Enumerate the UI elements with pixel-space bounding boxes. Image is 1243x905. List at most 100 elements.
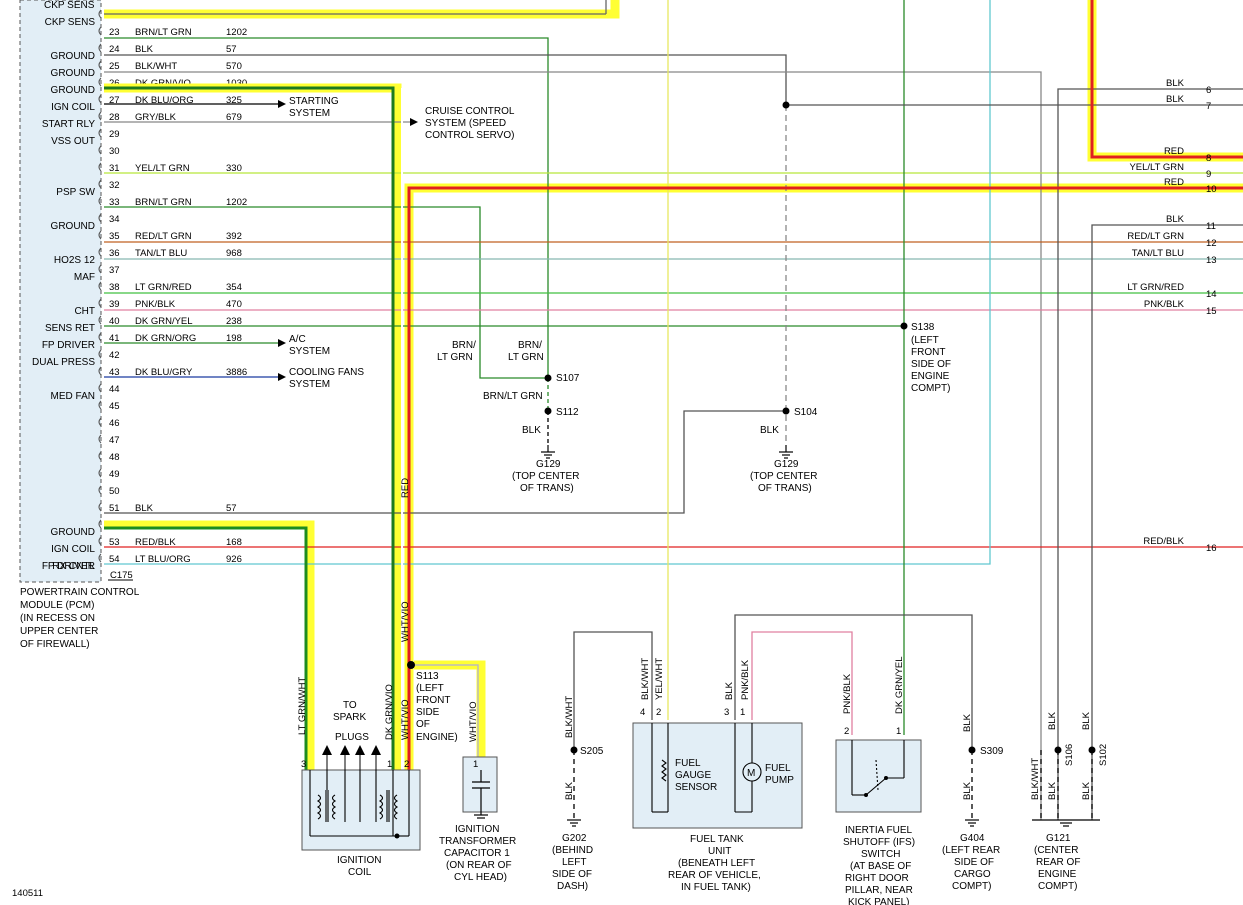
mid-wire-labels: BRN/ LT GRN BRN/ LT GRN BRN/LT GRN BLK B… (297, 340, 1092, 800)
svg-text:OF: OF (416, 719, 430, 730)
svg-text:4: 4 (640, 707, 645, 718)
pcm-pin-number: 40 (109, 316, 120, 327)
pcm-pin-name: GROUND (51, 51, 95, 62)
right-wire-color: RED (1164, 177, 1184, 188)
pcm-pin-name: CHT (74, 306, 95, 317)
svg-text:KICK PANEL): KICK PANEL) (848, 897, 910, 905)
right-wire-color: BLK (1166, 78, 1185, 89)
svg-text:(LEFT REAR: (LEFT REAR (942, 845, 1000, 856)
pcm-pin-terminal (98, 111, 102, 121)
svg-text:REAR OF VEHICLE,: REAR OF VEHICLE, (668, 870, 761, 881)
svg-text:REAR OF: REAR OF (1036, 857, 1080, 868)
pcm-pin-color: BRN/LT GRN (135, 197, 192, 208)
svg-text:OF TRANS): OF TRANS) (520, 483, 574, 494)
pcm-pin-number: 30 (109, 146, 120, 157)
right-wire-number: 8 (1206, 153, 1211, 164)
svg-text:BLK: BLK (724, 681, 735, 700)
pcm-pin-circuit: 679 (226, 112, 242, 123)
pcm-pin-circuit: 198 (226, 333, 242, 344)
pcm-pin-name: MAF (74, 272, 95, 283)
svg-text:OF TRANS): OF TRANS) (758, 483, 812, 494)
pcm-pin-terminal (98, 298, 102, 308)
pcm-pin-circuit: 325 (226, 95, 242, 106)
svg-text:S112: S112 (556, 407, 579, 418)
pcm-pin-terminal (98, 434, 102, 444)
wire-10 (407, 186, 1243, 770)
pcm-pin-number: 45 (109, 401, 120, 412)
right-wire-color: RED/LT GRN (1127, 231, 1184, 242)
pcm-pin-terminal (98, 9, 102, 19)
svg-text:LT GRN: LT GRN (437, 352, 473, 363)
pcm-pin-terminal (98, 502, 102, 512)
svg-text:SHUTOFF (IFS): SHUTOFF (IFS) (843, 837, 915, 848)
svg-text:PLUGS: PLUGS (335, 732, 369, 743)
pcm-pin-name: PSP SW (56, 187, 95, 198)
svg-text:ENGINE: ENGINE (1038, 869, 1077, 880)
svg-text:LT GRN/WHT: LT GRN/WHT (297, 677, 308, 735)
svg-text:SIDE OF: SIDE OF (954, 857, 994, 868)
pcm-outline (19, 0, 102, 583)
pcm-pin-circuit: 570 (226, 61, 242, 72)
pcm-pin-terminal (98, 383, 102, 393)
svg-text:BRN/: BRN/ (452, 340, 476, 351)
pcm-pin-terminal (98, 315, 102, 325)
svg-text:MODULE (PCM): MODULE (PCM) (20, 600, 94, 611)
pcm-pin-terminal (98, 468, 102, 478)
pcm-pin-terminal (98, 26, 102, 36)
svg-text:GAUGE: GAUGE (675, 770, 711, 781)
pcm-pin-circuit: 392 (226, 231, 242, 242)
pcm-pin-number: 33 (109, 197, 120, 208)
pcm-pin-terminal (98, 128, 102, 138)
ground-labels: G129 (TOP CENTER OF TRANS) G129 (TOP CEN… (512, 459, 1080, 892)
pcm-pin-name: GROUND (51, 527, 95, 538)
right-wire-color: PNK/BLK (1144, 299, 1185, 310)
pcm-pin-terminal (98, 43, 102, 53)
pcm-pin-number: 46 (109, 418, 120, 429)
svg-text:S102: S102 (1098, 744, 1109, 766)
pcm-pin-number: 54 (109, 554, 120, 565)
svg-text:(ON REAR OF: (ON REAR OF (446, 860, 512, 871)
svg-text:SYSTEM: SYSTEM (289, 379, 330, 390)
wire-6 (1057, 88, 1243, 820)
pcm-pin-number: 37 (109, 265, 120, 276)
wire-blk-fuel (734, 614, 973, 750)
svg-text:(IN RECESS ON: (IN RECESS ON (20, 613, 95, 624)
svg-text:COOLING FANS: COOLING FANS (289, 367, 364, 378)
pcm-connector-label: C175 (110, 570, 133, 581)
right-wire-number: 10 (1206, 184, 1217, 195)
pcm-pin-number: 53 (109, 537, 120, 548)
svg-text:DK GRN/YEL: DK GRN/YEL (894, 656, 905, 714)
svg-text:DK GRN/VIO: DK GRN/VIO (384, 684, 395, 740)
svg-text:3: 3 (724, 707, 729, 718)
pcm-pin-circuit: 168 (226, 537, 242, 548)
pcm-pin-circuit: 470 (226, 299, 242, 310)
pcm-pin-terminal (98, 247, 102, 257)
pcm-pin-number: 29 (109, 129, 120, 140)
svg-text:LEFT: LEFT (562, 857, 586, 868)
svg-text:OF FIREWALL): OF FIREWALL) (20, 639, 90, 650)
right-wire-color: TAN/LT BLU (1132, 248, 1184, 259)
wire-26 (104, 86, 395, 770)
pcm-pin-color: YEL/LT GRN (135, 163, 190, 174)
pcm-pin-color: DK BLU/ORG (135, 95, 194, 106)
svg-text:S107: S107 (556, 373, 580, 384)
svg-text:SIDE OF: SIDE OF (911, 359, 951, 370)
svg-text:DASH): DASH) (557, 881, 588, 892)
pcm-pin-number: 42 (109, 350, 120, 361)
pcm-pin-number: 25 (109, 61, 120, 72)
pcm-pin-number: 41 (109, 333, 120, 344)
svg-text:STARTING: STARTING (289, 96, 339, 107)
svg-text:PUMP: PUMP (765, 775, 794, 786)
pcm-pin-name: SENS RET (45, 323, 95, 334)
svg-text:BLK: BLK (760, 425, 779, 436)
svg-text:SPARK: SPARK (333, 712, 366, 723)
svg-text:IGNITION: IGNITION (337, 855, 381, 866)
svg-text:SIDE OF: SIDE OF (552, 869, 592, 880)
svg-text:TRANSFORMER: TRANSFORMER (439, 836, 516, 847)
pcm-pin-name: HO2S 12 (54, 255, 96, 266)
svg-text:BLK/WHT: BLK/WHT (640, 658, 651, 700)
svg-text:BLK: BLK (1081, 711, 1092, 730)
pcm-pin-name: IGN COIL (51, 102, 95, 113)
svg-text:SYSTEM: SYSTEM (289, 346, 330, 357)
svg-text:SWITCH: SWITCH (861, 849, 900, 860)
